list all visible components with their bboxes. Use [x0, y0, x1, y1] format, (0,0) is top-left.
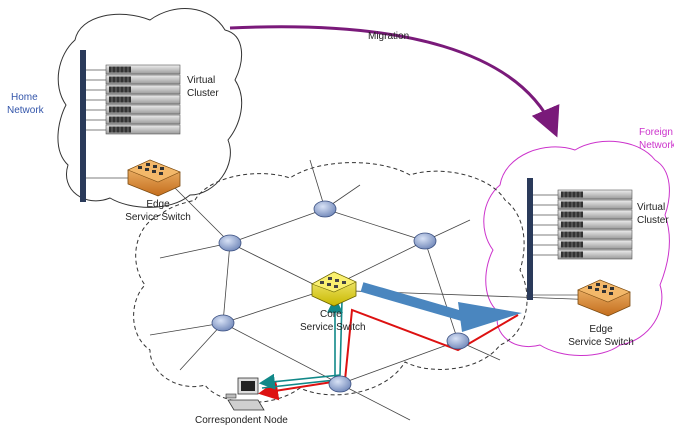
migration-arrow: [229, 25, 560, 138]
core-switch-label-line2: Service Switch: [300, 322, 366, 333]
home-switch-label-line2: Service Switch: [125, 212, 191, 223]
home-virtual-cluster: [80, 50, 181, 202]
foreign-rack-pole: [527, 178, 533, 300]
router-icon: [413, 232, 437, 250]
server-rack-icon: [557, 189, 633, 260]
router-icon: [446, 332, 470, 350]
foreign-switch-label-line1: Edge: [589, 324, 613, 335]
home-network-label-line1: Home: [11, 92, 38, 103]
foreign-edge-switch-icon: [577, 279, 631, 317]
foreign-network-cloud: [483, 140, 670, 356]
foreign-cluster-label-line1: Virtual: [637, 202, 665, 213]
home-network-label-line2: Network: [7, 105, 45, 116]
home-cluster-label-line1: Virtual: [187, 75, 215, 86]
router-icon: [211, 314, 235, 332]
core-switch-label-line1: Core: [320, 309, 342, 320]
teal-reply-path: [258, 299, 343, 390]
migration-label: Migration: [368, 31, 409, 42]
home-edge-switch-icon: [127, 159, 181, 197]
foreign-cluster-label-line2: Cluster: [637, 215, 669, 226]
router-icon: [313, 200, 337, 218]
foreign-network-label-line2: Network: [639, 140, 674, 151]
correspondent-node-label: Correspondent Node: [195, 415, 288, 426]
core-network-cloud: [133, 162, 528, 403]
router-icon: [328, 375, 352, 393]
server-rack-icon: [105, 64, 181, 135]
traffic-redirect-arrow: [360, 282, 522, 332]
red-data-path: [344, 308, 519, 381]
core-service-switch-icon: [311, 271, 357, 307]
foreign-switch-label-line2: Service Switch: [568, 337, 634, 348]
home-switch-label-line1: Edge: [146, 199, 170, 210]
foreign-virtual-cluster: [527, 178, 633, 300]
home-network-cloud: [57, 8, 243, 208]
correspondent-node-computer-icon: [225, 377, 265, 411]
router-icon: [218, 234, 242, 252]
home-rack-pole: [80, 50, 86, 202]
foreign-network-label-line1: Foreign: [639, 127, 673, 138]
home-cluster-label-line2: Cluster: [187, 88, 219, 99]
